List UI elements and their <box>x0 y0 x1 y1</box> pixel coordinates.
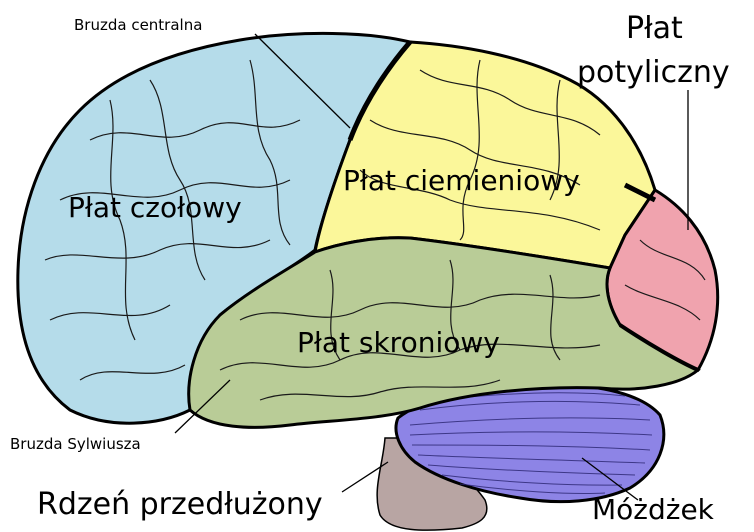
label-frontal-lobe: Płat czołowy <box>68 194 242 222</box>
label-sylvian-fissure: Bruzda Sylwiusza <box>10 437 141 452</box>
label-cerebellum: Móżdżek <box>592 496 714 524</box>
label-medulla: Rdzeń przedłużony <box>37 490 323 520</box>
label-central-sulcus: Bruzda centralna <box>74 18 202 33</box>
label-occipital-lobe-line1: Płat <box>626 14 683 44</box>
label-occipital-lobe-line2: potyliczny <box>577 58 730 88</box>
label-parietal-lobe: Płat ciemieniowy <box>343 167 580 195</box>
label-temporal-lobe: Płat skroniowy <box>297 329 500 357</box>
